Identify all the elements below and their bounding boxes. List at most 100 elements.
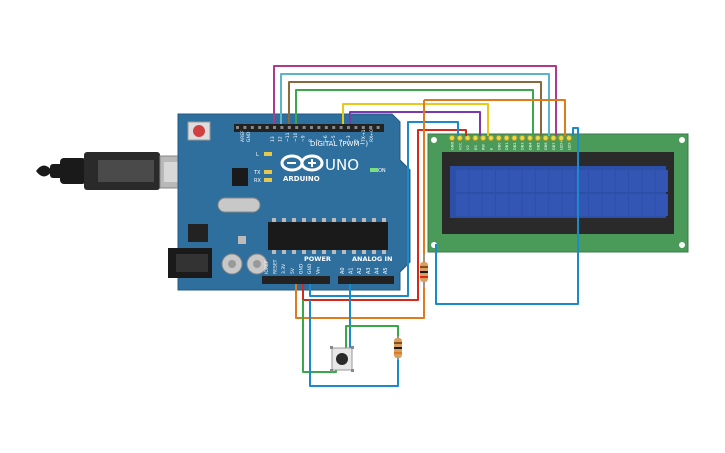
header-pin[interactable] — [317, 126, 321, 129]
analog-pin-label: A5 — [383, 267, 389, 274]
lcd-cell — [655, 170, 668, 192]
wire-blue-right[interactable] — [435, 127, 579, 305]
l-label: L — [256, 152, 259, 158]
lcd-pin-label: V0 — [466, 145, 470, 150]
header-pin[interactable] — [324, 126, 328, 129]
lcd-cell — [642, 170, 655, 192]
header-pin[interactable] — [250, 126, 254, 129]
header-pin[interactable] — [302, 126, 306, 129]
usb-cable — [36, 152, 197, 190]
lcd-cell — [509, 194, 522, 216]
header-pin[interactable] — [236, 126, 239, 129]
lcd-character-grid — [456, 170, 668, 216]
lcd-pin[interactable] — [565, 134, 573, 142]
header-pin[interactable] — [295, 126, 299, 129]
header-pin[interactable] — [310, 126, 313, 129]
lcd-pin[interactable] — [550, 134, 557, 142]
wire-green[interactable] — [295, 89, 534, 136]
header-pin[interactable] — [347, 126, 350, 129]
wire-green-button[interactable] — [302, 300, 337, 373]
analog-pin-label: A4 — [374, 267, 380, 274]
header-pin[interactable] — [287, 126, 291, 129]
header-pin[interactable] — [332, 126, 336, 129]
digital-header — [234, 124, 384, 132]
lcd-pin-label: E — [490, 147, 494, 150]
lcd-pin[interactable] — [503, 134, 510, 142]
arduino-board[interactable]: UNO ARDUINO DIGITAL (PWM~) POWER ANALOG … — [168, 113, 411, 291]
wire-orange-top[interactable] — [424, 99, 566, 136]
lcd-cell — [535, 194, 549, 216]
wire-yellow[interactable] — [342, 103, 489, 136]
power-header — [262, 276, 330, 284]
power-label: POWER — [304, 255, 331, 263]
header-pin[interactable] — [339, 126, 343, 129]
atmega-chip — [268, 222, 388, 250]
analog-pin-label: A1 — [349, 267, 355, 274]
header-pin[interactable] — [258, 126, 262, 129]
lcd-cell — [469, 170, 482, 192]
lcd-pin[interactable] — [495, 134, 502, 142]
lcd-pin[interactable] — [480, 134, 487, 142]
lcd-cell — [456, 194, 469, 216]
lcd-pin-label: DB5 — [536, 142, 540, 150]
lcd-pin[interactable] — [534, 134, 541, 142]
lcd-cell — [562, 194, 575, 216]
lcd-cell — [522, 194, 535, 216]
aref-label: AREF — [240, 130, 246, 142]
rx-led — [264, 178, 272, 182]
wire-green-resistor[interactable] — [345, 325, 399, 350]
lcd-pin-label: GND — [451, 142, 455, 150]
digital-pin-label: ~11 — [285, 132, 291, 142]
header-pin[interactable] — [280, 126, 284, 129]
lcd-cell — [495, 170, 509, 192]
lcd-pin[interactable] — [558, 134, 565, 142]
lcd-pin-label: LED- — [568, 141, 572, 150]
digital-pin-label: 2 — [354, 139, 360, 142]
gnd-label: GND — [246, 131, 252, 142]
wire-purple[interactable] — [349, 111, 481, 136]
pushbutton[interactable] — [330, 346, 354, 372]
resistor-button[interactable] — [394, 336, 402, 360]
lcd-pin[interactable] — [472, 134, 479, 142]
lcd-pin[interactable] — [448, 134, 456, 142]
lcd-pin[interactable] — [464, 134, 471, 142]
lcd-cell — [589, 170, 602, 192]
header-pin[interactable] — [361, 126, 365, 129]
header-pin[interactable] — [369, 126, 373, 129]
digital-pin-label: ~9 — [300, 135, 306, 142]
digital-pin-label: ~5 — [331, 135, 337, 142]
lcd-pin[interactable] — [526, 134, 534, 142]
wire-brown[interactable] — [288, 81, 542, 136]
header-pin[interactable] — [354, 126, 358, 129]
on-label: ON — [378, 168, 386, 174]
lcd-pin[interactable] — [511, 134, 518, 142]
header-pin[interactable] — [273, 126, 276, 129]
tx-label: TX — [253, 170, 261, 176]
power-pin-label: GND — [307, 263, 313, 274]
resistor-lcd[interactable] — [420, 254, 428, 288]
power-pin-label: GND — [298, 263, 304, 274]
digital-label: DIGITAL (PWM~) — [310, 140, 368, 148]
digital-pin-label: ~3 — [346, 135, 352, 142]
wire-blue-gnd[interactable] — [309, 121, 459, 297]
header-pin[interactable] — [376, 126, 380, 129]
wire-blue-bottom[interactable] — [309, 300, 399, 387]
wire-red[interactable] — [302, 129, 467, 301]
digital-pin-label: 12 — [278, 136, 284, 142]
lcd-pin[interactable] — [519, 134, 526, 142]
lcd-pin[interactable] — [487, 134, 495, 142]
lcd-pin[interactable] — [456, 134, 463, 142]
analog-pin-label: A3 — [366, 267, 372, 274]
lcd-pin[interactable] — [542, 134, 549, 142]
wire-orange-bottom[interactable] — [295, 100, 425, 319]
analog-pin-label: A0 — [340, 267, 346, 274]
header-pin[interactable] — [265, 126, 269, 129]
wire-cyan[interactable] — [280, 73, 550, 136]
header-pin[interactable] — [243, 126, 247, 129]
lcd-cell — [549, 170, 562, 192]
